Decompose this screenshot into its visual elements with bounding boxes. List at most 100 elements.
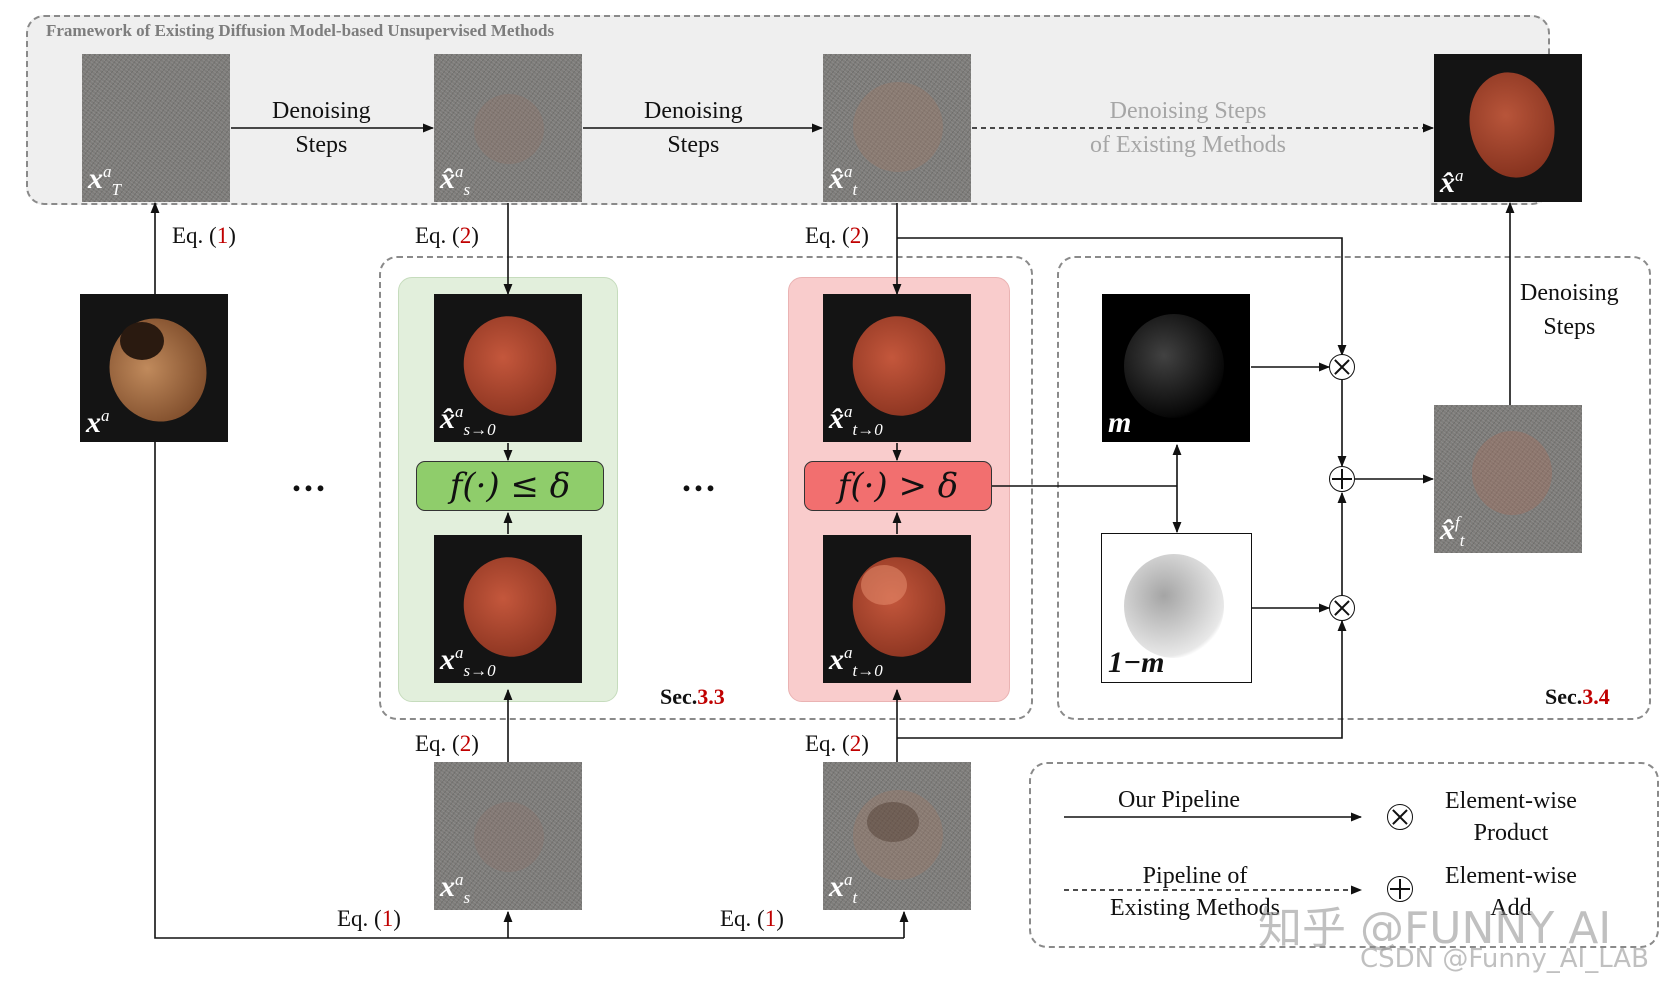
existing-framework-group [26,15,1550,205]
eq-close: ) [471,223,479,248]
sec34-num: 3.4 [1582,684,1610,709]
xs-noise-image: xas [434,762,582,910]
tile-xs0-hat-sup: a [455,402,464,421]
eq-text: Eq. ( [415,731,460,756]
tile-m-base: m [1108,406,1132,439]
tile-xa-base: x [86,406,101,439]
dsr-line2: Steps [1543,314,1596,340]
tile-xtf-hat-sub: t [1459,531,1465,550]
dse-line1: Denoising Steps [1109,98,1267,124]
tile-xs-sub: s [463,888,471,907]
tile-xa-hat-base: x̂ [1440,166,1455,199]
tile-xt0-hat-sub: t→0 [852,420,883,439]
eq-num: 1 [216,223,229,248]
eq-text: Eq. ( [720,906,765,931]
eq2-label-bottom-right: Eq. (2) [805,731,869,757]
eq2-label-top-left: Eq. (2) [415,223,479,249]
dsr-line1: Denoising [1520,280,1619,306]
xs0-hat-image: x̂as→0 [434,294,582,442]
sec33-num: 3.3 [697,684,725,709]
xs-hat-image: x̂as [434,54,582,202]
arrow-xt-to-product [897,237,1347,357]
xt0-image: xat→0 [823,535,971,683]
legend-add-line1: Element-wise [1445,863,1577,889]
xT-noise-image: xaT [82,54,230,202]
tile-xt-hat-sub: t [852,180,858,199]
tile-xt-hat-base: x̂ [829,162,844,195]
legend-add-icon [1387,876,1413,902]
legend-add-line2: Add [1490,895,1532,921]
eq-close: ) [393,906,401,931]
legend-existing-pipeline: Pipeline of Existing Methods [1110,860,1280,924]
sec33-prefix: Sec. [660,684,698,709]
tile-xs0-sub: s→0 [463,661,496,680]
ds2-line2: Steps [667,132,720,158]
eq-num: 2 [459,731,472,756]
legend-existing-line1: Pipeline of [1142,863,1248,889]
zhihu-watermark: 知乎 @FUNNY AI [1258,903,1612,954]
xa-input-image: xa [80,294,228,442]
legend-product-line2: Product [1473,820,1549,846]
eq2-label-top-right: Eq. (2) [805,223,869,249]
eq1-label-bottom-right: Eq. (1) [720,906,784,932]
eq-text: Eq. ( [337,906,382,931]
legend-our-pipeline: Our Pipeline [1118,787,1240,813]
below-threshold-condition: f(·) ≤ δ [416,461,604,511]
eq-num: 2 [849,731,862,756]
tile-xs0-base: x [440,643,455,676]
tile-xs0-hat-sub: s→0 [463,420,496,439]
framework-title: Framework of Existing Diffusion Model-ba… [46,21,555,40]
tile-xs0-sup: a [455,643,464,662]
csdn-watermark: CSDN @Funny_AI_LAB [1360,944,1649,974]
tile-xT-sub: T [111,180,121,199]
xtf-hat-image: x̂ft [1434,405,1582,553]
mask-one-minus-m-image: 1−m [1101,533,1252,683]
xt-noise-image: xat [823,762,971,910]
tile-xT-sup: a [103,162,112,181]
sec33-label: Sec.3.3 [660,684,725,710]
tile-xt-sup: a [844,870,853,889]
legend-product-line1: Element-wise [1445,788,1577,814]
legend-box [1029,762,1659,948]
sec34-label: Sec.3.4 [1545,684,1610,710]
legend-existing-line2: Existing Methods [1110,895,1281,921]
tile-xs-hat-base: x̂ [440,162,455,195]
tile-xt0-sup: a [844,643,853,662]
tile-xt0-hat-sup: a [844,402,853,421]
add-operator [1329,466,1355,492]
xt0-hat-image: x̂at→0 [823,294,971,442]
mask-m-image: m [1102,294,1250,442]
tile-xt-base: x [829,870,844,903]
eq-close: ) [471,731,479,756]
above-threshold-condition: f(·) > δ [804,461,992,511]
eq-num: 2 [459,223,472,248]
eq1-label-bottom-left: Eq. (1) [337,906,401,932]
eq1-label-top: Eq. (1) [172,223,236,249]
xa-hat-reconstruction-image: x̂a [1434,54,1582,202]
tile-xs0-hat-base: x̂ [440,402,455,435]
tile-xa-sup: a [101,406,110,425]
tile-xt-sub: t [852,888,858,907]
tile-xT-base: x [88,162,103,195]
sec34-prefix: Sec. [1545,684,1583,709]
tile-xt-hat-sup: a [844,162,853,181]
eq-close: ) [228,223,236,248]
legend-product-icon [1387,804,1413,830]
tile-xa-hat-sup: a [1455,166,1464,185]
eq-close: ) [861,731,869,756]
eq-num: 1 [764,906,777,931]
eq-text: Eq. ( [805,731,850,756]
ds1-line1: Denoising [272,98,371,124]
eq-text: Eq. ( [172,223,217,248]
eq-num: 1 [381,906,394,931]
tile-xs-sup: a [455,870,464,889]
tile-xt0-base: x [829,643,844,676]
eq-close: ) [776,906,784,931]
tile-xtf-hat-sup: f [1455,513,1460,532]
xt-hat-image: x̂at [823,54,971,202]
eq-num: 2 [849,223,862,248]
